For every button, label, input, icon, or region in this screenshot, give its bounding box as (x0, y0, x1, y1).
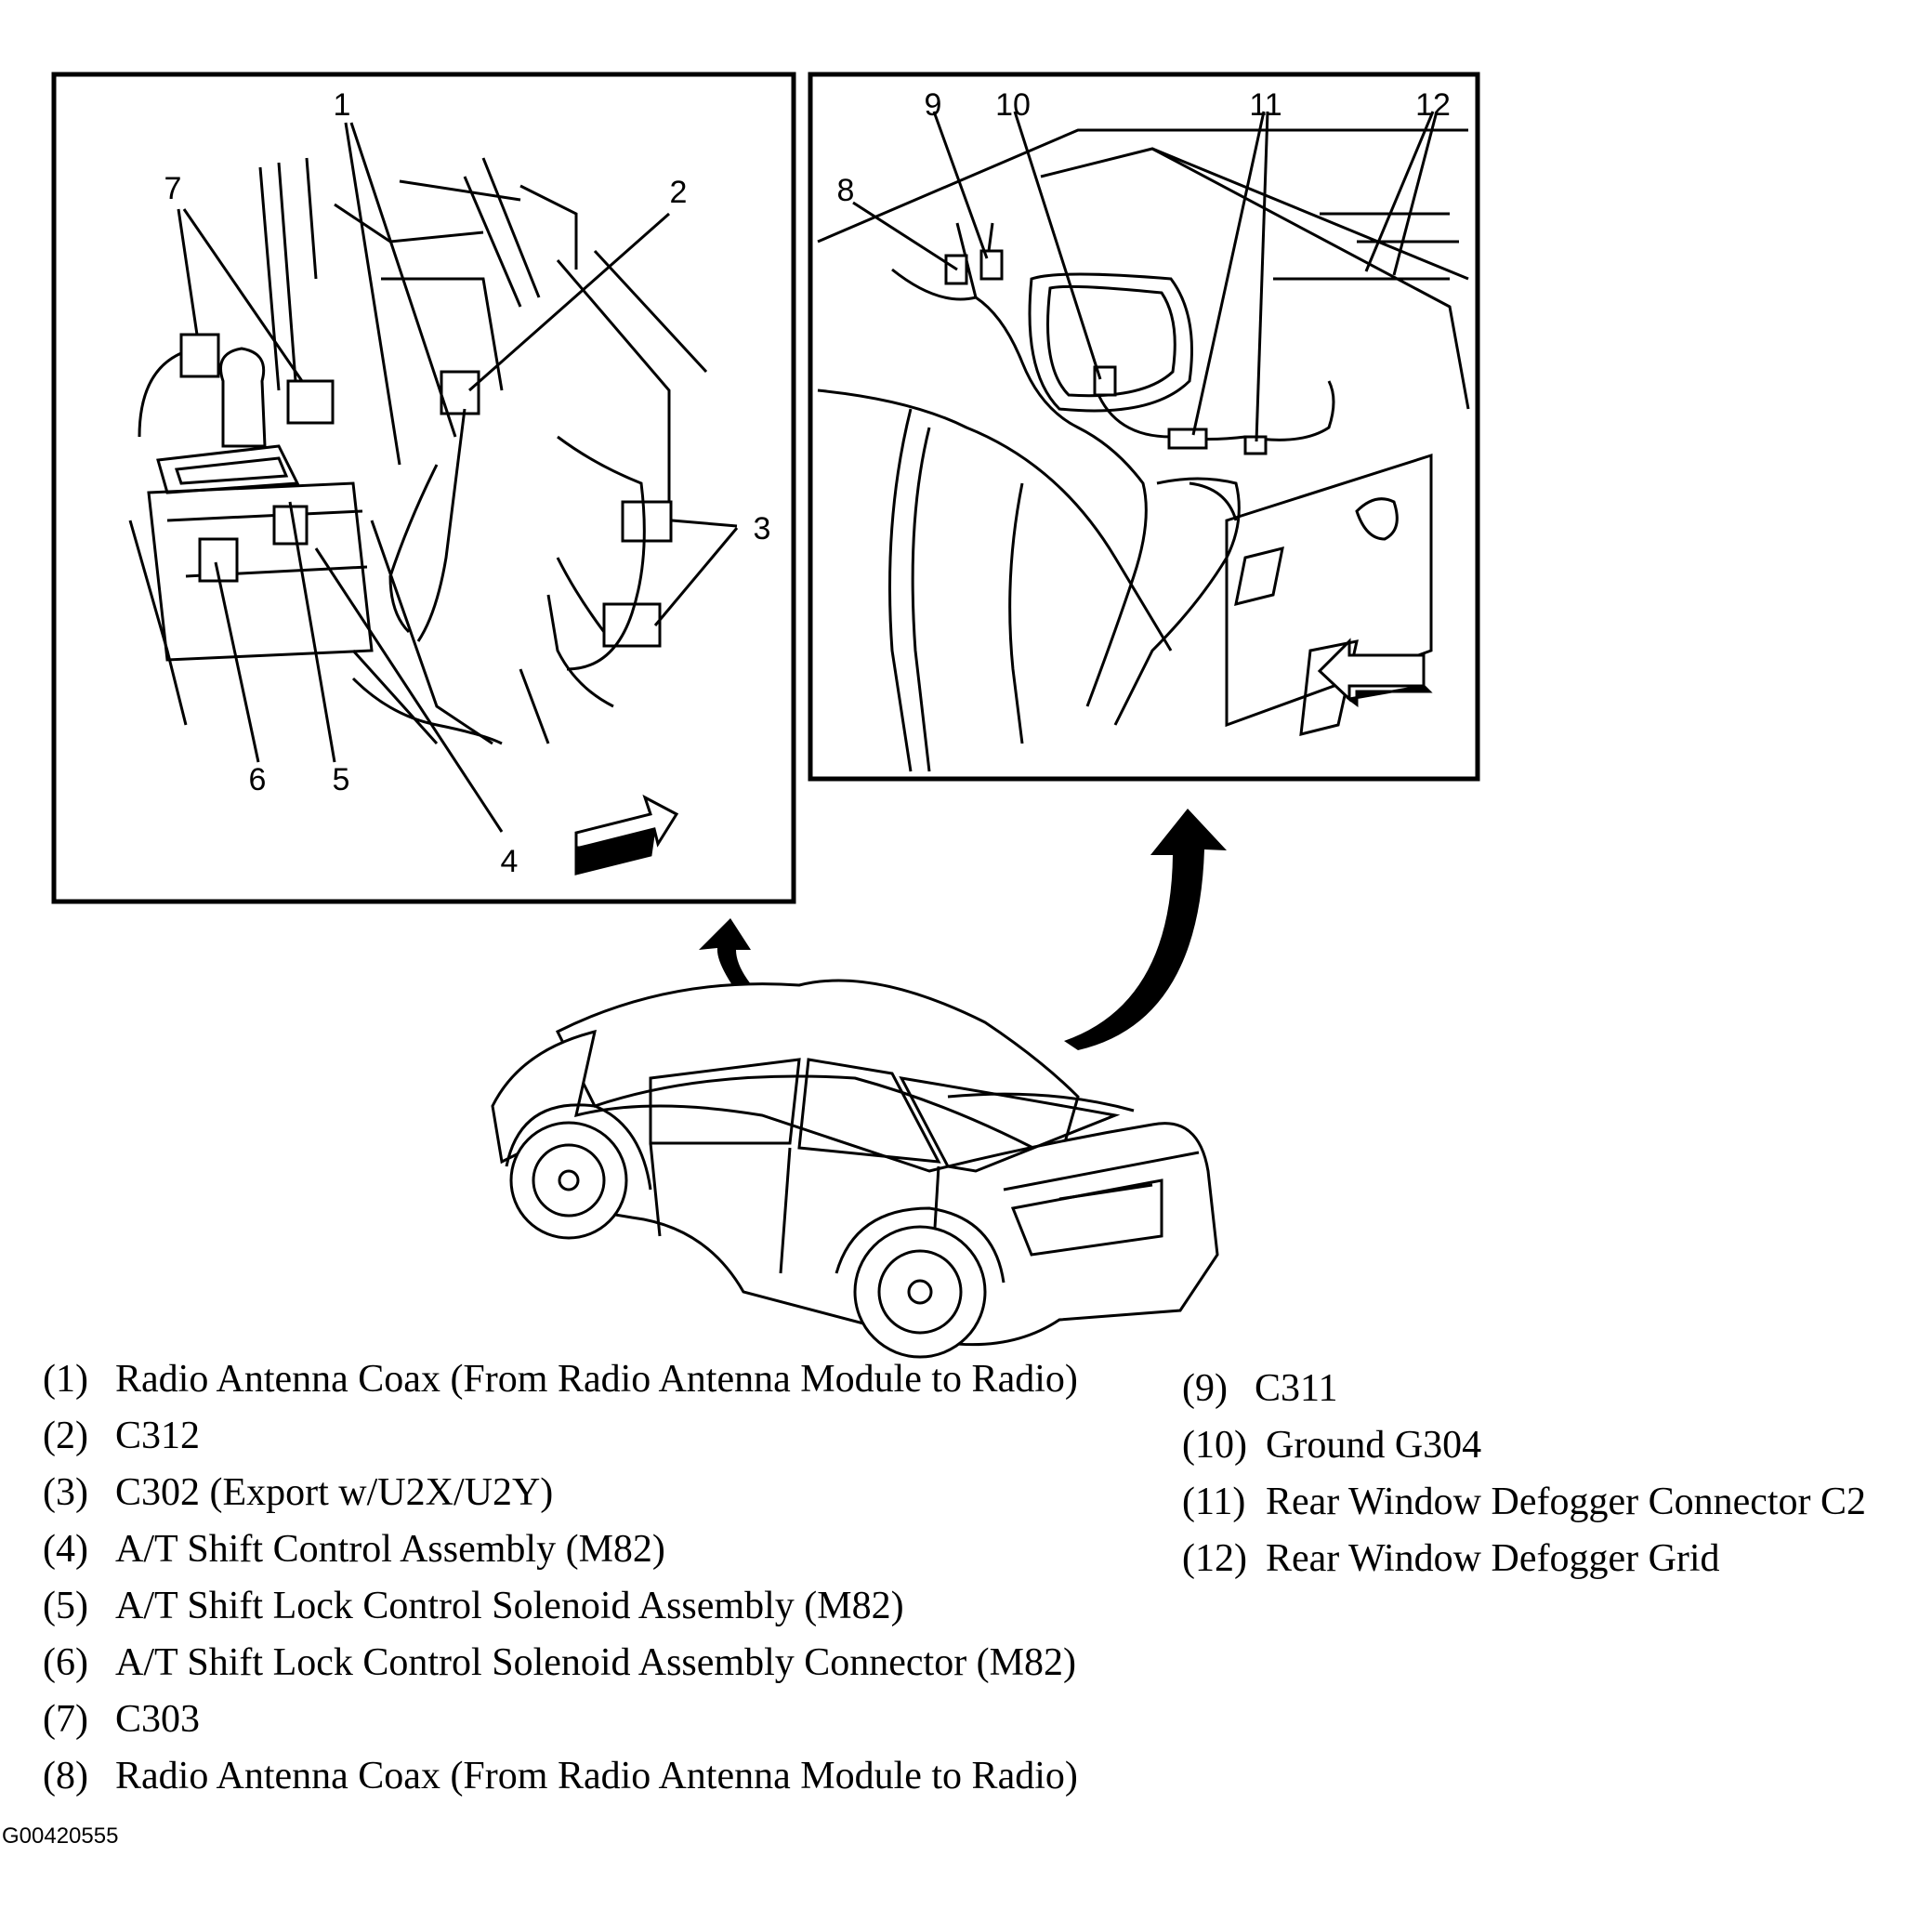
legend-number: (6) (43, 1641, 88, 1684)
legend-number: (10) (1182, 1424, 1247, 1467)
legend-number: (3) (43, 1471, 88, 1514)
callout-3: 3 (754, 511, 771, 546)
legend-text: Radio Antenna Coax (From Radio Antenna M… (115, 1358, 1078, 1401)
legend-number: (7) (43, 1698, 88, 1741)
legend-number: (4) (43, 1528, 88, 1571)
legend-text: C302 (Export w/U2X/U2Y) (115, 1471, 554, 1514)
legend-text: Rear Window Defogger Grid (1266, 1537, 1720, 1580)
legend-item-2: (2) C312 (43, 1414, 1078, 1470)
legend-number: (12) (1182, 1537, 1247, 1580)
legend-text: A/T Shift Control Assembly (M82) (115, 1528, 665, 1571)
detail-panel-console: 1 2 3 4 5 6 7 (51, 72, 796, 904)
legend-number: (11) (1182, 1481, 1246, 1523)
callout-7: 7 (164, 171, 182, 206)
curved-arrow-to-console-icon (699, 918, 781, 1015)
legend-number: (1) (43, 1358, 88, 1401)
callout-10: 10 (995, 87, 1031, 123)
legend-text: Rear Window Defogger Connector C2 (1266, 1481, 1867, 1523)
legend-item-10: (10) Ground G304 (1182, 1423, 1866, 1480)
legend-text: C311 (1255, 1367, 1338, 1410)
legend-item-5: (5) A/T Shift Lock Control Solenoid Assem… (43, 1584, 1078, 1640)
legend-item-6: (6) A/T Shift Lock Control Solenoid Assem… (43, 1640, 1078, 1697)
legend-text: Radio Antenna Coax (From Radio Antenna M… (115, 1755, 1078, 1797)
console-linework (128, 157, 708, 745)
legend-item-7: (7) C303 (43, 1697, 1078, 1754)
legend-left-column: (1) Radio Antenna Coax (From Radio Antenn… (43, 1357, 1078, 1810)
legend-item-4: (4) A/T Shift Control Assembly (M82) (43, 1527, 1078, 1584)
legend-text: Ground G304 (1266, 1424, 1482, 1467)
view-direction-arrow-icon (574, 794, 679, 876)
leader-lines-right (852, 111, 1439, 442)
legend-number: (2) (43, 1415, 88, 1457)
legend-text: C312 (115, 1415, 201, 1457)
trunk-linework (817, 128, 1470, 772)
legend-item-8: (8) Radio Antenna Coax (From Radio Antenn… (43, 1754, 1078, 1810)
callout-8: 8 (837, 173, 855, 208)
legend-item-9: (9) C311 (1182, 1366, 1866, 1423)
legend-number: (5) (43, 1585, 88, 1627)
legend-number: (9) (1182, 1367, 1228, 1410)
callout-5: 5 (333, 762, 350, 797)
view-direction-arrow-icon (1317, 638, 1433, 707)
legend-text: C303 (115, 1698, 201, 1741)
callout-4: 4 (501, 844, 519, 879)
legend-item-1: (1) Radio Antenna Coax (From Radio Antenn… (43, 1357, 1078, 1414)
vehicle-illustration (491, 979, 1219, 1359)
callout-6: 6 (249, 762, 267, 797)
legend-item-12: (12) Rear Window Defogger Grid (1182, 1536, 1866, 1593)
legend-number: (8) (43, 1755, 88, 1797)
callout-12: 12 (1415, 87, 1451, 123)
callout-1: 1 (334, 87, 351, 123)
legend-text: A/T Shift Lock Control Solenoid Assembly… (115, 1585, 904, 1627)
legend-right-column: (9) C311 (10) Ground G304 (11) Rear Window … (1182, 1366, 1866, 1593)
legend-item-11: (11) Rear Window Defogger Connector C2 (1182, 1480, 1866, 1536)
legend-item-3: (3) C302 (Export w/U2X/U2Y) (43, 1470, 1078, 1527)
callout-2: 2 (670, 175, 688, 210)
detail-panel-trunk: 8 9 10 11 12 (808, 72, 1480, 782)
leader-lines-left (177, 122, 739, 833)
curved-arrow-to-trunk-icon (1064, 809, 1227, 1050)
callout-9: 9 (925, 87, 942, 123)
callout-11: 11 (1249, 87, 1281, 123)
legend-text: A/T Shift Lock Control Solenoid Assembly… (115, 1641, 1077, 1684)
figure-id: G00420555 (2, 1823, 119, 1849)
